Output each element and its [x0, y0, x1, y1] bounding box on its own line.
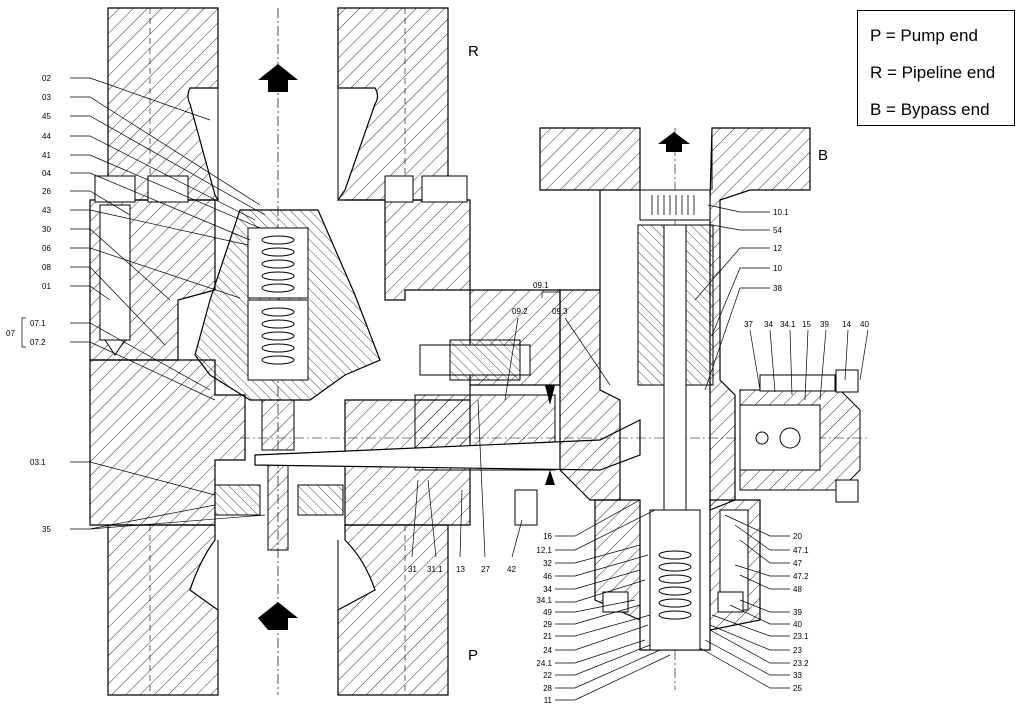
part-label-11: 11 [544, 696, 553, 705]
part-labels: 02 03 45 44 41 04 26 43 30 06 08 01 07.1… [6, 43, 869, 705]
part-label-02: 02 [42, 74, 51, 83]
part-label-31: 31 [408, 565, 417, 574]
port-legend-box: P = Pump end R = Pipeline end B = Bypass… [857, 10, 1015, 126]
part-label-39: 39 [820, 320, 829, 329]
part-label-42: 42 [507, 565, 516, 574]
part-label-03-1: 03.1 [30, 458, 46, 467]
pipeline-flange [107, 7, 220, 201]
part-label-43: 43 [42, 206, 51, 215]
legend-pump-end: P = Pump end [870, 26, 978, 45]
port-letter-r: R [468, 43, 479, 60]
part-label-07-1: 07.1 [30, 319, 46, 328]
part-label-14: 14 [842, 320, 851, 329]
part-label-38: 38 [773, 284, 782, 293]
flow-arrow-up-icon [658, 132, 690, 152]
part-label-13: 13 [456, 565, 465, 574]
part-label-37: 37 [744, 320, 753, 329]
part-label-44: 44 [42, 132, 51, 141]
part-label-21: 21 [543, 632, 552, 641]
port-letter-b: B [818, 147, 828, 164]
part-label-49: 49 [543, 608, 552, 617]
part-label-12: 12 [773, 244, 782, 253]
part-label-12-1: 12.1 [536, 546, 552, 555]
bypass-lever [240, 339, 870, 526]
part-label-34-1: 34.1 [780, 320, 796, 329]
part-label-24: 24 [543, 646, 552, 655]
part-label-47-1: 47.1 [793, 546, 809, 555]
part-label-30: 30 [42, 225, 51, 234]
part-label-08: 08 [42, 263, 51, 272]
part-label-22: 22 [543, 671, 552, 680]
part-label-06: 06 [42, 244, 51, 253]
part-label-39-b: 39 [793, 608, 802, 617]
leader-lines [21, 77, 869, 701]
part-label-32: 32 [543, 559, 552, 568]
flow-arrow-up-icon [258, 64, 298, 92]
part-label-20: 20 [793, 532, 802, 541]
flow-arrows [258, 64, 690, 630]
flow-arrow-up-icon [258, 602, 298, 630]
legend-pipeline-end: R = Pipeline end [870, 63, 996, 82]
part-group-label-09-1: 09.1 [533, 281, 549, 290]
part-label-47-2: 47.2 [793, 572, 809, 581]
bypass-valve-body [539, 127, 861, 690]
part-label-26: 26 [42, 187, 51, 196]
part-label-10-1: 10.1 [773, 208, 789, 217]
part-label-28: 28 [543, 684, 552, 693]
part-label-07-2: 07.2 [30, 338, 46, 347]
part-label-15: 15 [802, 320, 811, 329]
part-group-label-07: 07 [6, 329, 15, 338]
part-label-47: 47 [793, 559, 802, 568]
part-label-16: 16 [543, 532, 552, 541]
part-label-23-1: 23.1 [793, 632, 809, 641]
part-label-46: 46 [543, 572, 552, 581]
part-label-34-b: 34 [543, 585, 552, 594]
part-label-23: 23 [793, 646, 802, 655]
part-label-01: 01 [42, 282, 51, 291]
part-label-10: 10 [773, 264, 782, 273]
legend-bypass-end: B = Bypass end [870, 100, 990, 119]
check-valve-assembly [194, 209, 381, 551]
part-label-33: 33 [793, 671, 802, 680]
part-label-23-2: 23.2 [793, 659, 809, 668]
part-label-25: 25 [793, 684, 802, 693]
part-label-35: 35 [42, 525, 51, 534]
part-label-34: 34 [764, 320, 773, 329]
part-label-40: 40 [860, 320, 869, 329]
part-label-09-3: 09.3 [552, 307, 568, 316]
part-label-03: 03 [42, 93, 51, 102]
part-label-34-1-b: 34.1 [536, 596, 552, 605]
pivot-pin-icon [779, 427, 801, 449]
part-label-31-1: 31.1 [427, 565, 443, 574]
part-label-45: 45 [42, 112, 51, 121]
part-label-54: 54 [773, 226, 782, 235]
part-label-40-b: 40 [793, 620, 802, 629]
port-letter-p: P [468, 647, 478, 664]
part-label-41: 41 [42, 151, 51, 160]
part-label-09-2: 09.2 [512, 307, 528, 316]
part-label-24-1: 24.1 [536, 659, 552, 668]
part-label-48: 48 [793, 585, 802, 594]
part-label-04: 04 [42, 169, 51, 178]
part-label-29: 29 [543, 620, 552, 629]
part-label-27: 27 [481, 565, 490, 574]
